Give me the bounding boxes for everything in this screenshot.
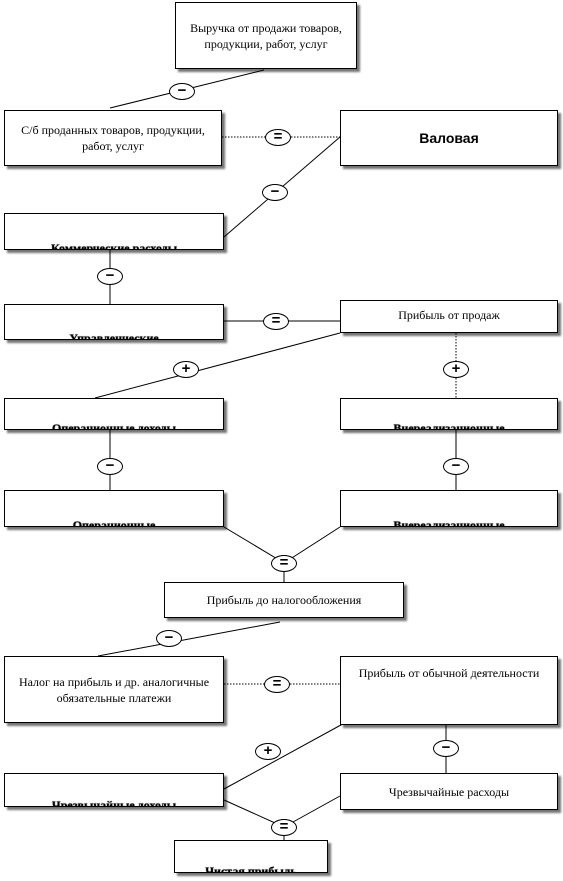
extraordinary-income-label: Чрезвычайные доходы xyxy=(51,798,177,807)
nonoperating-income-box: Внереализационные xyxy=(340,398,558,430)
cost-of-sales-box: С/б проданных товаров, продукции, работ,… xyxy=(4,110,222,166)
management-expenses-box: Управленческие xyxy=(4,304,224,340)
nonoperating-expenses-label: Внереализационные xyxy=(393,518,505,527)
extraordinary-expenses-label: Чрезвычайные расходы xyxy=(388,784,510,799)
equals-operator: = xyxy=(263,313,289,330)
minus-operator: − xyxy=(169,83,195,100)
sales-profit-box: Прибыль от продаж xyxy=(340,300,558,333)
minus-operator: − xyxy=(97,458,123,475)
minus-operator: − xyxy=(262,184,288,201)
pretax-profit-box: Прибыль до налогообложения xyxy=(164,582,404,618)
operating-expenses-label: Операционные xyxy=(72,518,156,527)
revenue-box: Выручка от продажи товаров, продукции, р… xyxy=(175,2,357,69)
income-tax-label: Налог на прибыль и др. аналогичные обяза… xyxy=(18,674,210,705)
minus-operator: − xyxy=(156,630,182,647)
operating-income-label: Операционные доходы xyxy=(51,421,176,430)
management-expenses-label: Управленческие xyxy=(69,331,159,340)
operating-income-box: Операционные доходы xyxy=(4,398,224,430)
gross-profit-box: Валовая xyxy=(340,110,558,166)
extraordinary-expenses-box: Чрезвычайные расходы xyxy=(340,773,558,810)
income-tax-box: Налог на прибыль и др. аналогичные обяза… xyxy=(4,656,224,723)
revenue-label: Выручка от продажи товаров, продукции, р… xyxy=(190,20,342,51)
commercial-expenses-label: Коммерческие расходы xyxy=(50,241,178,250)
gross-profit-label: Валовая xyxy=(419,130,479,146)
sales-profit-label: Прибыль от продаж xyxy=(398,308,500,322)
cost-of-sales-label: С/б проданных товаров, продукции, работ,… xyxy=(21,123,205,153)
nonoperating-income-label: Внереализационные xyxy=(393,421,505,430)
ordinary-profit-label: Прибыль от обычной деятельности xyxy=(358,666,540,680)
commercial-expenses-box: Коммерческие расходы xyxy=(4,213,224,250)
operating-expenses-box: Операционные xyxy=(4,490,224,527)
plus-operator: + xyxy=(255,743,281,760)
plus-operator: + xyxy=(443,361,469,378)
minus-operator: − xyxy=(443,458,469,475)
ordinary-profit-box: Прибыль от обычной деятельности xyxy=(340,656,558,725)
net-profit-label: Чистая прибыль xyxy=(205,864,297,873)
net-profit-box: Чистая прибыль xyxy=(174,840,328,873)
equals-operator: = xyxy=(265,129,291,146)
nonoperating-expenses-box: Внереализационные xyxy=(340,490,558,527)
extraordinary-income-box: Чрезвычайные доходы xyxy=(4,773,224,807)
minus-operator: − xyxy=(433,740,459,757)
equals-operator: = xyxy=(271,555,297,572)
pretax-profit-label: Прибыль до налогообложения xyxy=(206,593,362,607)
minus-operator: − xyxy=(97,268,123,285)
equals-operator: = xyxy=(264,676,290,693)
equals-operator: = xyxy=(271,819,297,836)
plus-operator: + xyxy=(173,361,199,378)
